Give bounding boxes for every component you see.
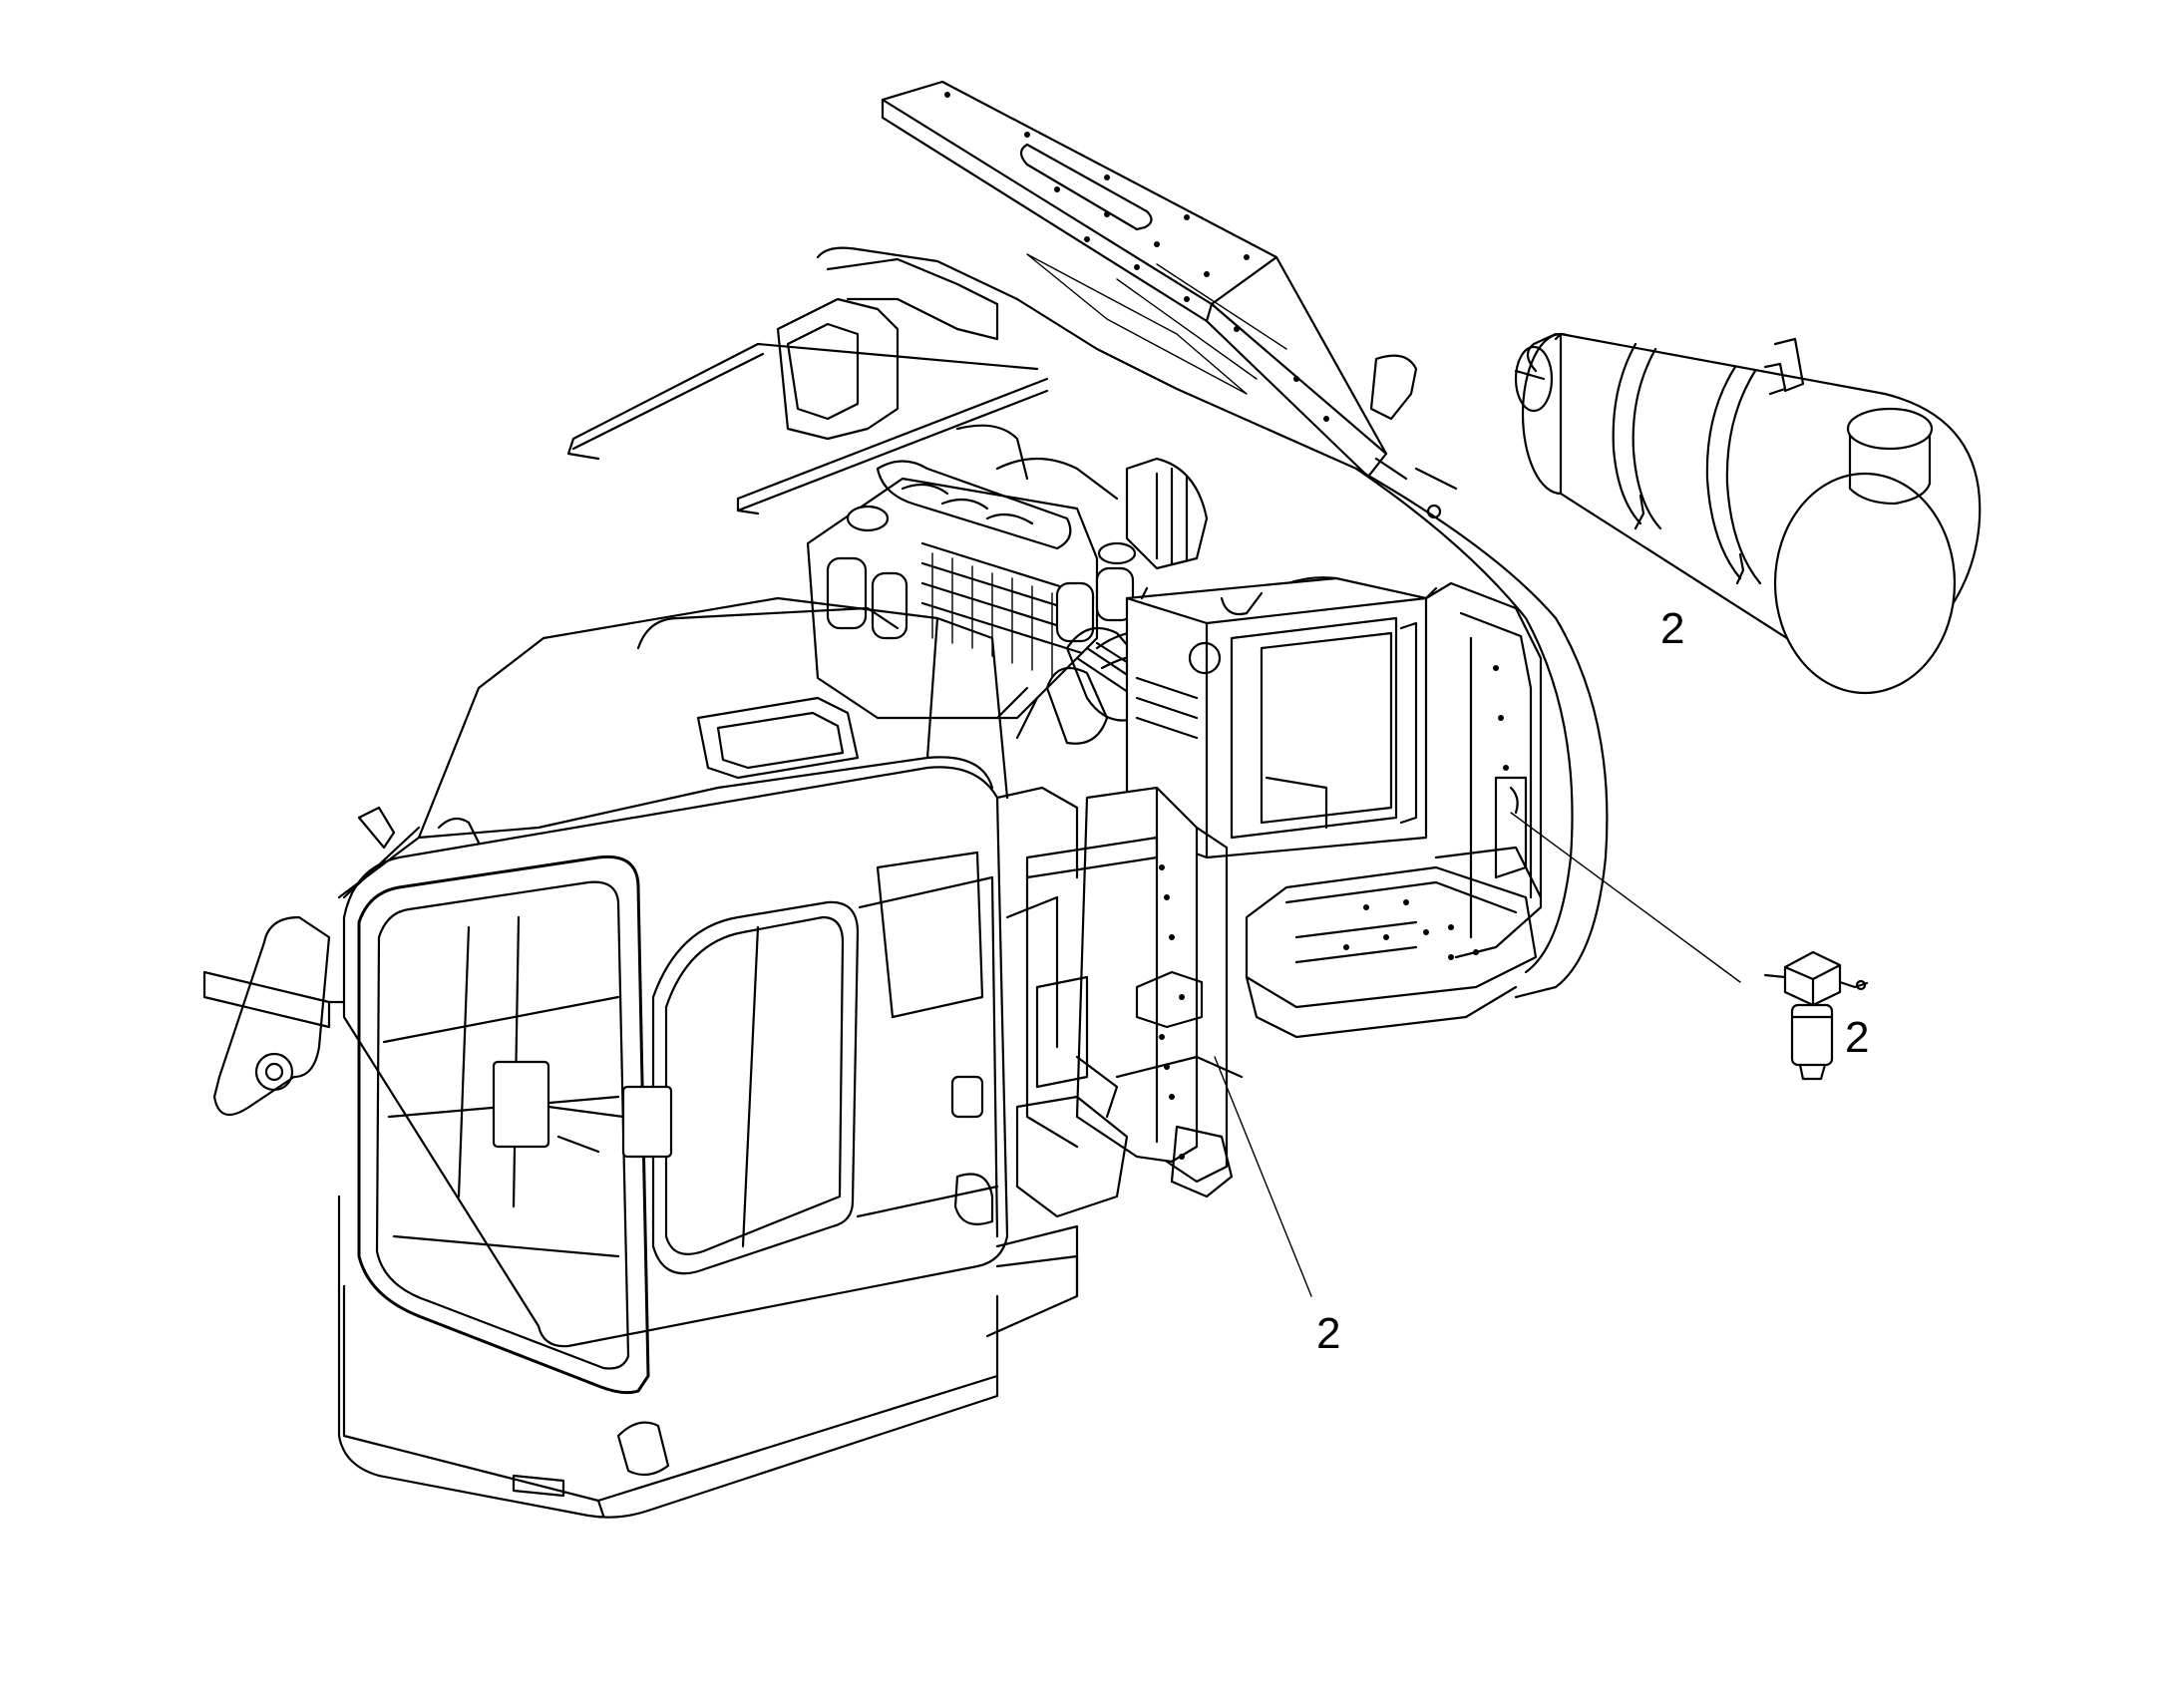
- operator-cab: [337, 596, 1079, 1519]
- leader-line-fuel-filter: [1510, 812, 1741, 983]
- callout-labels: 2 2 2: [1316, 604, 1869, 1358]
- muffler-part: [1514, 332, 1982, 695]
- callout-label-bracket: 2: [1316, 1309, 1340, 1358]
- engine-assembly: [806, 424, 1209, 720]
- callout-label-fuel-filter: 2: [1845, 1013, 1869, 1062]
- fuel-filter-part: [1763, 950, 1869, 1081]
- walkway-rails: [995, 786, 1244, 1298]
- leader-line-bracket: [1214, 1056, 1312, 1297]
- right-compartment: [1245, 581, 1543, 1039]
- engine-hood-open: [881, 80, 1388, 479]
- radiator-unit: [1125, 576, 1438, 859]
- left-frame-rails: [566, 257, 1049, 515]
- center-bracket: [1025, 786, 1234, 1198]
- leader-lines: [1214, 812, 1741, 1297]
- counterweight-shell: [816, 246, 1609, 999]
- boom-mount: [202, 806, 481, 1117]
- callout-label-muffler: 2: [1660, 604, 1684, 653]
